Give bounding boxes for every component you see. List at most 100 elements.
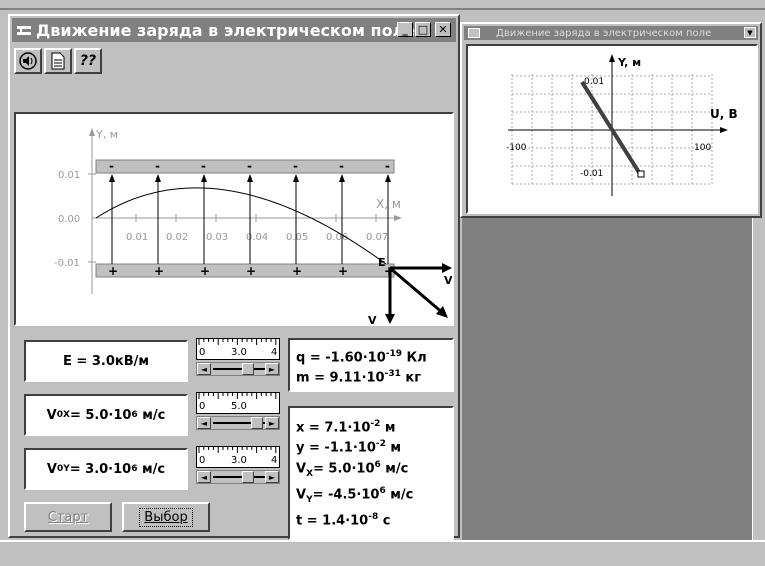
minimize-icon: _	[402, 23, 408, 36]
x-tick-label: 0.05	[286, 232, 308, 243]
uy-end-marker	[637, 170, 645, 178]
slider-right-arrow[interactable]: ►	[265, 471, 279, 483]
minus-sign: -	[385, 159, 390, 173]
result-vy-text: V	[296, 486, 307, 502]
app-icon	[17, 26, 31, 35]
e-field-slider[interactable]: ◄ ►	[196, 362, 280, 376]
v0x-label-unit: м/с	[142, 407, 166, 423]
result-y-exp: -2	[375, 439, 386, 450]
graph-window-title: Движение заряда в электрическом поле	[496, 27, 712, 39]
v0x-label-rest: = 5.0·10	[69, 407, 132, 423]
results-panel: x = 7.1·10-2 м y = -1.1·10-2 м VX= 5.0·1…	[288, 406, 454, 540]
uy-line	[580, 80, 642, 176]
slider-thumb[interactable]	[241, 471, 254, 483]
document-icon	[51, 52, 65, 70]
field-arrow	[201, 174, 207, 182]
slider-thumb[interactable]	[251, 417, 263, 429]
minus-sign: -	[201, 159, 206, 173]
top-plate	[95, 159, 395, 174]
main-window: Движение заряда в электрическом поле _ □…	[8, 14, 460, 540]
graph-x-tick-right: 100	[694, 143, 711, 153]
help-button[interactable]: ??	[74, 48, 102, 74]
main-titlebar[interactable]: Движение заряда в электрическом поле _ □…	[12, 18, 456, 42]
vy-label: V	[368, 314, 377, 324]
y-tick-middle: 0.00	[58, 214, 80, 225]
v0x-label-main: V	[46, 407, 57, 423]
system-menu-icon[interactable]	[468, 28, 480, 38]
result-vx-unit: м/с	[385, 460, 409, 476]
e-label: E	[378, 256, 386, 269]
plus-sign: +	[292, 264, 302, 278]
scale-value: 5.0	[231, 401, 247, 412]
graph-y-tick-bottom: -0.01	[580, 169, 603, 179]
v0y-label-rest: = 3.0·10	[69, 461, 132, 477]
x-tick-label: 0.01	[126, 232, 148, 243]
v0x-control: 0 5.0 ◄ ►	[196, 392, 280, 434]
result-t-text: t = 1.4·10	[296, 512, 369, 528]
x-tick-label: 0.04	[246, 232, 268, 243]
scale-value: 3.0	[231, 455, 247, 466]
result-y: y = -1.1·10-2 м	[296, 436, 452, 456]
mass-line: m = 9.11·10-31 кг	[296, 366, 452, 386]
result-vy-unit: м/с	[390, 486, 414, 502]
graph-titlebar[interactable]: Движение заряда в электрическом поле ▼	[464, 26, 758, 40]
scale-max: 4	[271, 347, 278, 358]
slider-right-arrow[interactable]: ►	[265, 417, 279, 429]
graph-y-label: Y, м	[617, 56, 641, 69]
status-bar	[0, 540, 765, 566]
result-vx: VX= 5.0·106 м/с	[296, 457, 452, 483]
x-tick-label: 0.06	[326, 232, 348, 243]
slider-right-arrow[interactable]: ►	[265, 363, 279, 375]
v0x-slider[interactable]: ◄ ►	[196, 416, 280, 430]
dropdown-arrow-icon[interactable]: ▼	[744, 27, 756, 38]
sound-button[interactable]	[14, 48, 42, 74]
graph-x-tick-left: -100	[506, 143, 527, 153]
slider-thumb[interactable]	[241, 363, 254, 375]
minimize-button[interactable]: _	[397, 22, 413, 37]
field-arrow	[109, 174, 115, 182]
mass-text: m = 9.11·10	[296, 370, 385, 386]
scale-value: 3.0	[231, 347, 247, 358]
scale-ticks	[198, 339, 277, 345]
scale-ticks	[198, 393, 277, 399]
field-lines	[109, 174, 391, 264]
slider-left-arrow[interactable]: ◄	[197, 363, 211, 375]
minus-sign: -	[293, 159, 298, 173]
mdi-background	[462, 218, 762, 540]
field-arrow	[339, 174, 345, 182]
v0y-label-sup: 6	[131, 464, 138, 474]
document-button[interactable]	[44, 48, 72, 74]
slider-left-arrow[interactable]: ◄	[197, 471, 211, 483]
vx-label: V	[444, 274, 452, 287]
close-icon: ✕	[438, 23, 448, 36]
e-field-control: 0 3.0 4 ◄ ►	[196, 338, 280, 380]
result-vy-sub: Y	[306, 494, 313, 505]
v0x-label-sub: 0X	[56, 410, 70, 420]
maximize-button[interactable]: □	[415, 22, 431, 37]
v0y-control: 0 3.0 4 ◄ ►	[196, 446, 280, 488]
v0y-slider[interactable]: ◄ ►	[196, 470, 280, 484]
result-t-unit: с	[382, 512, 391, 528]
v0y-label-sub: 0Y	[56, 464, 70, 474]
result-x-exp: -2	[370, 419, 381, 429]
start-button[interactable]: Старт	[24, 502, 112, 532]
y-tick-top: 0.01	[58, 170, 80, 181]
result-vx-rest: = 5.0·10	[313, 460, 375, 476]
minus-sign: -	[109, 159, 114, 173]
x-tick-label: 0.03	[206, 232, 228, 243]
close-button[interactable]: ✕	[435, 22, 451, 37]
result-vx-exp: 6	[374, 459, 381, 470]
select-button[interactable]: Выбор	[122, 502, 210, 532]
plus-sign: +	[338, 264, 348, 278]
result-t-exp: -8	[368, 511, 379, 522]
window-title: Движение заряда в электрическом поле	[36, 20, 416, 40]
particle-info: q = -1.60·10-19 Кл m = 9.11·10-31 кг	[288, 338, 454, 392]
x-tick-label: 0.02	[166, 232, 188, 243]
slider-left-arrow[interactable]: ◄	[197, 417, 211, 429]
v0y-label-unit: м/с	[142, 461, 166, 477]
plus-sign: +	[108, 264, 118, 278]
